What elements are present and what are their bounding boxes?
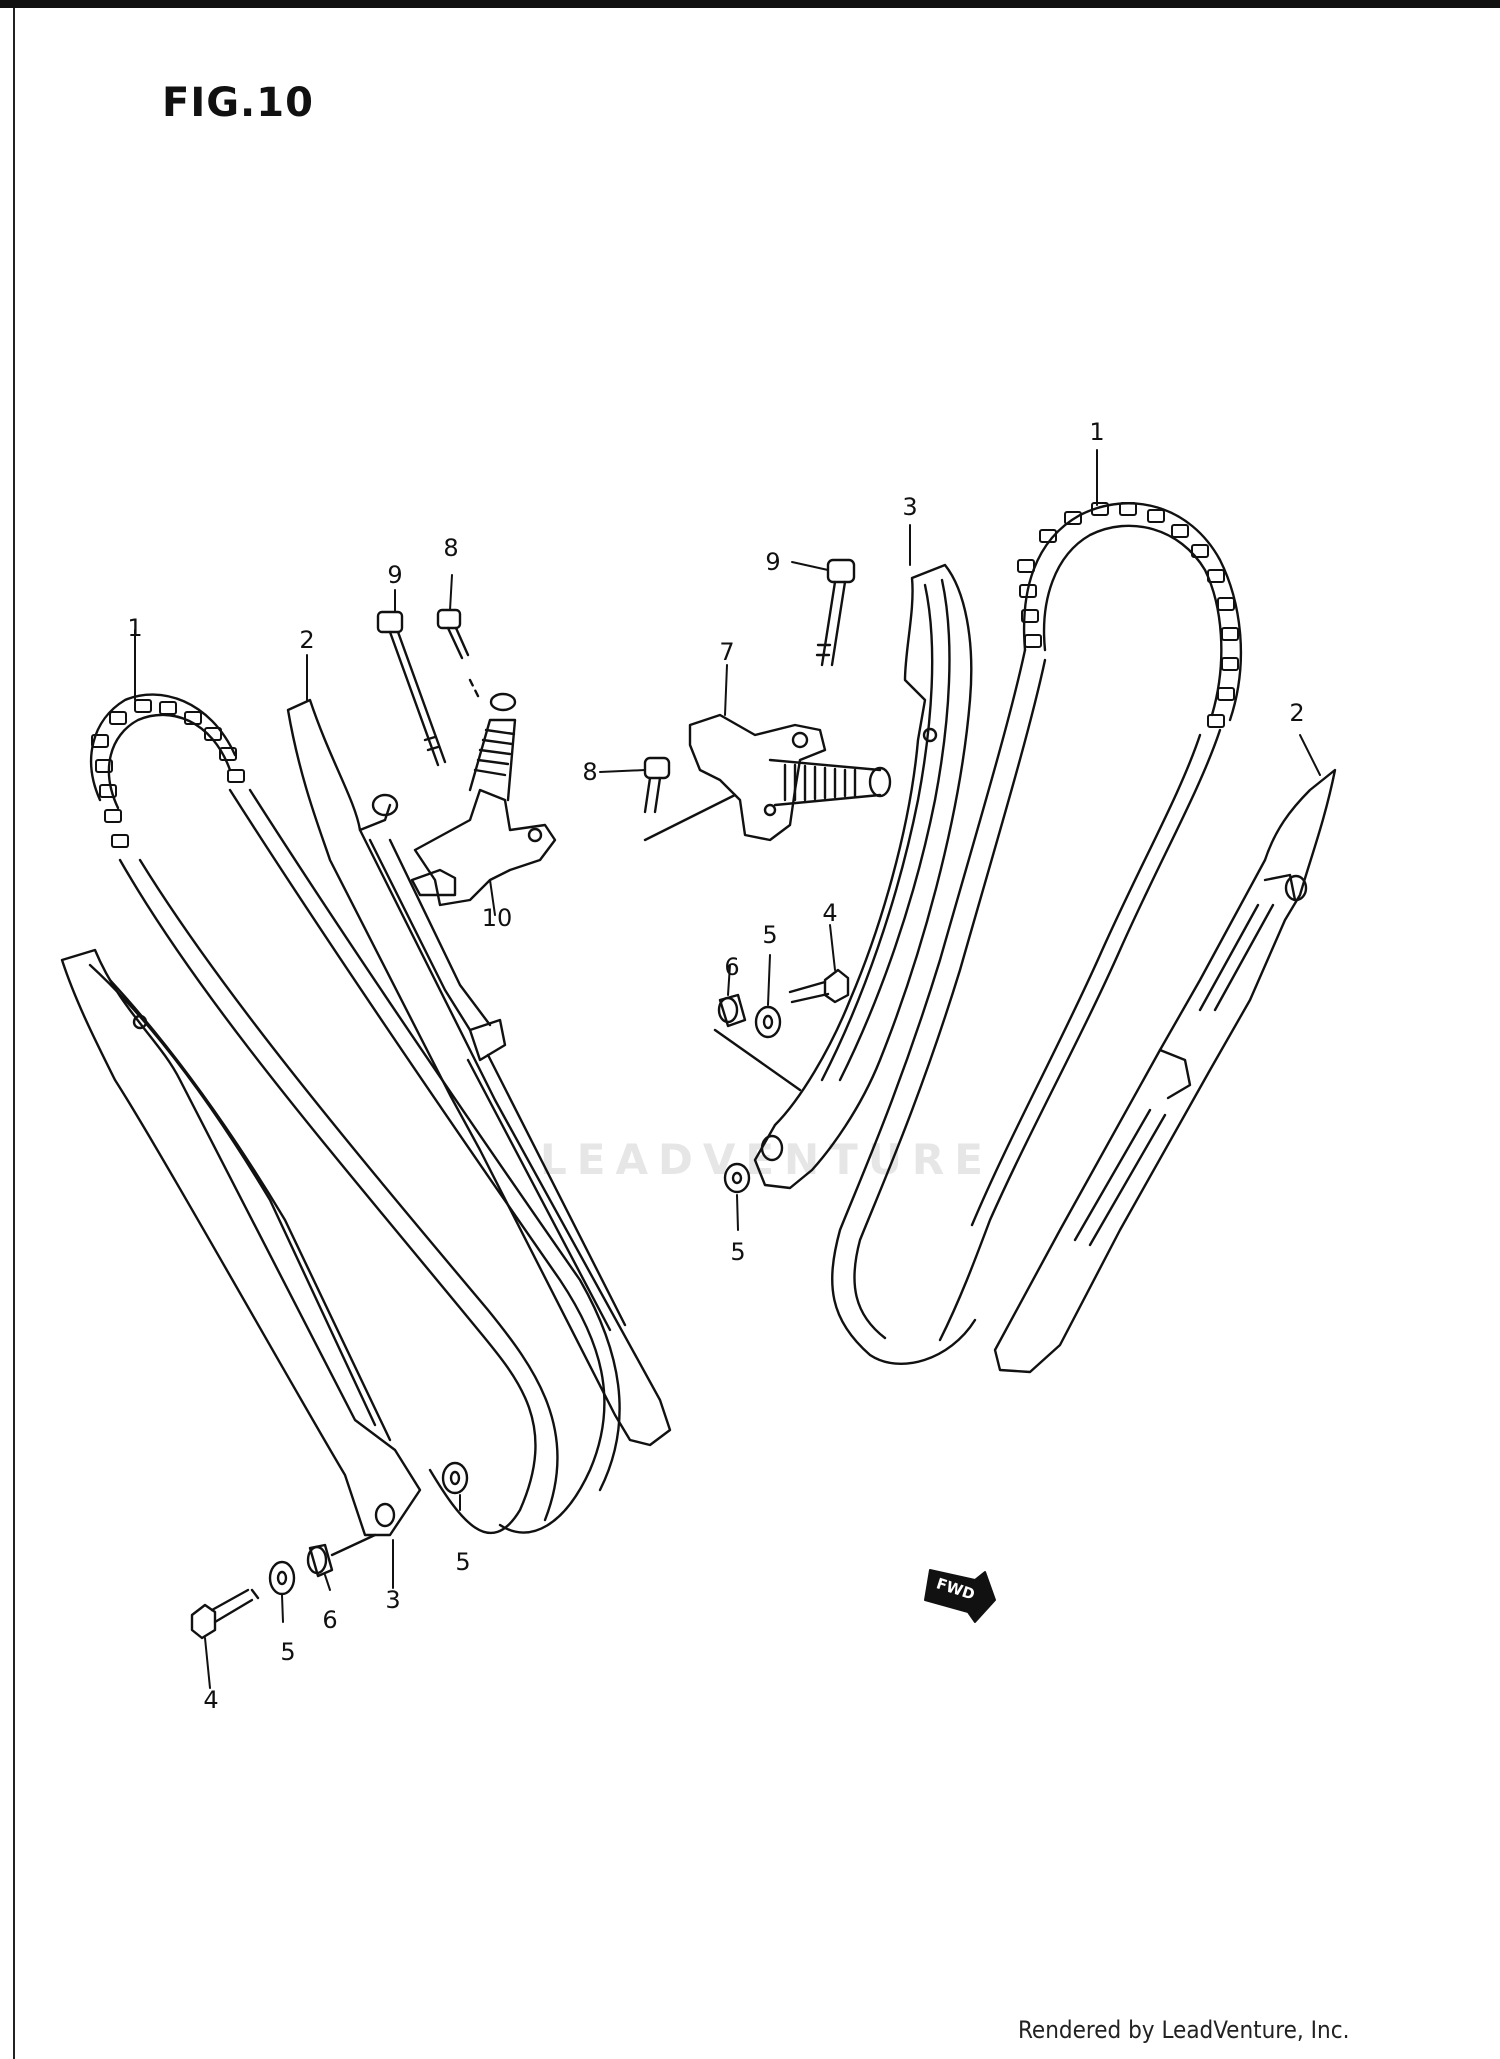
collar-6-left — [306, 1533, 377, 1578]
bolt-8-left — [436, 608, 482, 702]
chain-tensioner-shoe-right — [993, 768, 1337, 1374]
callout-8-left: 8 — [443, 534, 459, 562]
callout-7: 7 — [719, 638, 735, 666]
chain-tensioner-shoe-left — [286, 698, 672, 1447]
callout-5-left-b: 5 — [280, 1638, 296, 1666]
callout-4-right: 4 — [822, 899, 838, 927]
callout-2-right: 2 — [1289, 699, 1305, 727]
chain-guide-right — [753, 563, 973, 1190]
footer-credit: Rendered by LeadVenture, Inc. — [1018, 2016, 1350, 2044]
bolt-9-left — [376, 610, 447, 767]
bolt-4-left — [190, 1588, 260, 1640]
callout-4-left: 4 — [203, 1686, 219, 1714]
callout-5-right-b: 5 — [730, 1238, 746, 1266]
tensioner-adjuster-right — [688, 713, 892, 842]
washer-5-left-b — [441, 1461, 469, 1495]
left-border — [13, 8, 15, 2059]
chain-guide-left — [60, 948, 422, 1537]
bolt-8-right — [643, 756, 737, 842]
tensioner-adjuster-left — [410, 692, 557, 907]
callout-3-right: 3 — [902, 493, 918, 521]
top-border — [0, 0, 1500, 8]
collar-6-right — [713, 993, 802, 1092]
callout-6-right: 6 — [724, 953, 740, 981]
washer-5-right-a — [754, 1005, 782, 1039]
fwd-arrow-icon — [924, 1569, 996, 1623]
callout-8-right: 8 — [582, 758, 598, 786]
callout-3-left: 3 — [385, 1586, 401, 1614]
figure-title: FIG.10 — [162, 80, 314, 126]
callout-6-left: 6 — [322, 1606, 338, 1634]
callout-9-left: 9 — [387, 561, 403, 589]
cam-chain-right — [831, 502, 1243, 1365]
washer-5-left-a — [268, 1560, 296, 1596]
washer-5-right-b — [723, 1162, 751, 1194]
cam-chain-left — [89, 693, 621, 1535]
callout-1-left: 1 — [127, 614, 143, 642]
leader-lines — [134, 449, 1321, 1689]
callout-1-right: 1 — [1089, 418, 1105, 446]
callout-5-left-a: 5 — [455, 1548, 471, 1576]
callout-5-right-a: 5 — [762, 921, 778, 949]
callout-9-right: 9 — [765, 548, 781, 576]
bolt-9-right — [815, 558, 856, 667]
callout-10: 10 — [481, 904, 513, 932]
bolt-4-right — [788, 968, 850, 1004]
callout-2-left: 2 — [299, 626, 315, 654]
